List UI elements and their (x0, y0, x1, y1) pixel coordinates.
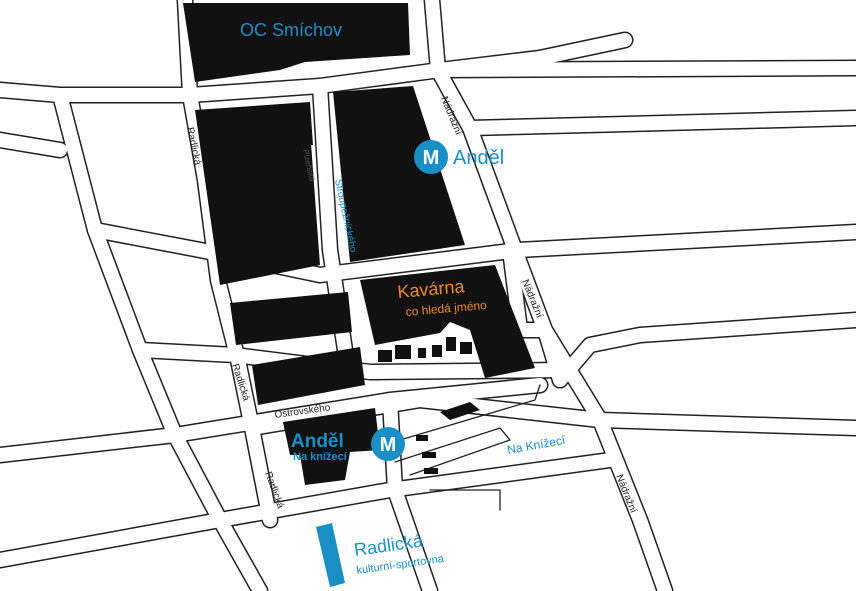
building-kavarna (360, 265, 535, 378)
building-oc-smichov (183, 3, 410, 82)
metro-icon[interactable] (414, 140, 448, 174)
metro-andel[interactable]: M Anděl (414, 140, 504, 174)
building-andel-block (333, 86, 465, 262)
building-na-knizeci (283, 408, 380, 485)
metro-andel-symbol: M (423, 147, 440, 169)
building-details (378, 337, 480, 474)
metro-knizeci-subtitle: Na knížecí (293, 451, 348, 463)
metro-andel-label: Anděl (453, 147, 504, 169)
building-strip-2 (252, 347, 365, 405)
venue-marker-icon (316, 523, 345, 587)
building-strip-1 (230, 292, 352, 345)
buildings (183, 3, 535, 485)
label-na-knizeci-bus: Na Knížecí (506, 433, 567, 457)
metro-knizeci-title: Anděl (291, 431, 344, 452)
building-west-block (195, 102, 320, 285)
label-oc-smichov: OC Smíchov (240, 20, 342, 40)
metro-na-knizeci[interactable]: Anděl Na knížecí M (291, 427, 405, 463)
metro-icon[interactable] (371, 427, 405, 461)
metro-knizeci-symbol: M (380, 434, 397, 456)
